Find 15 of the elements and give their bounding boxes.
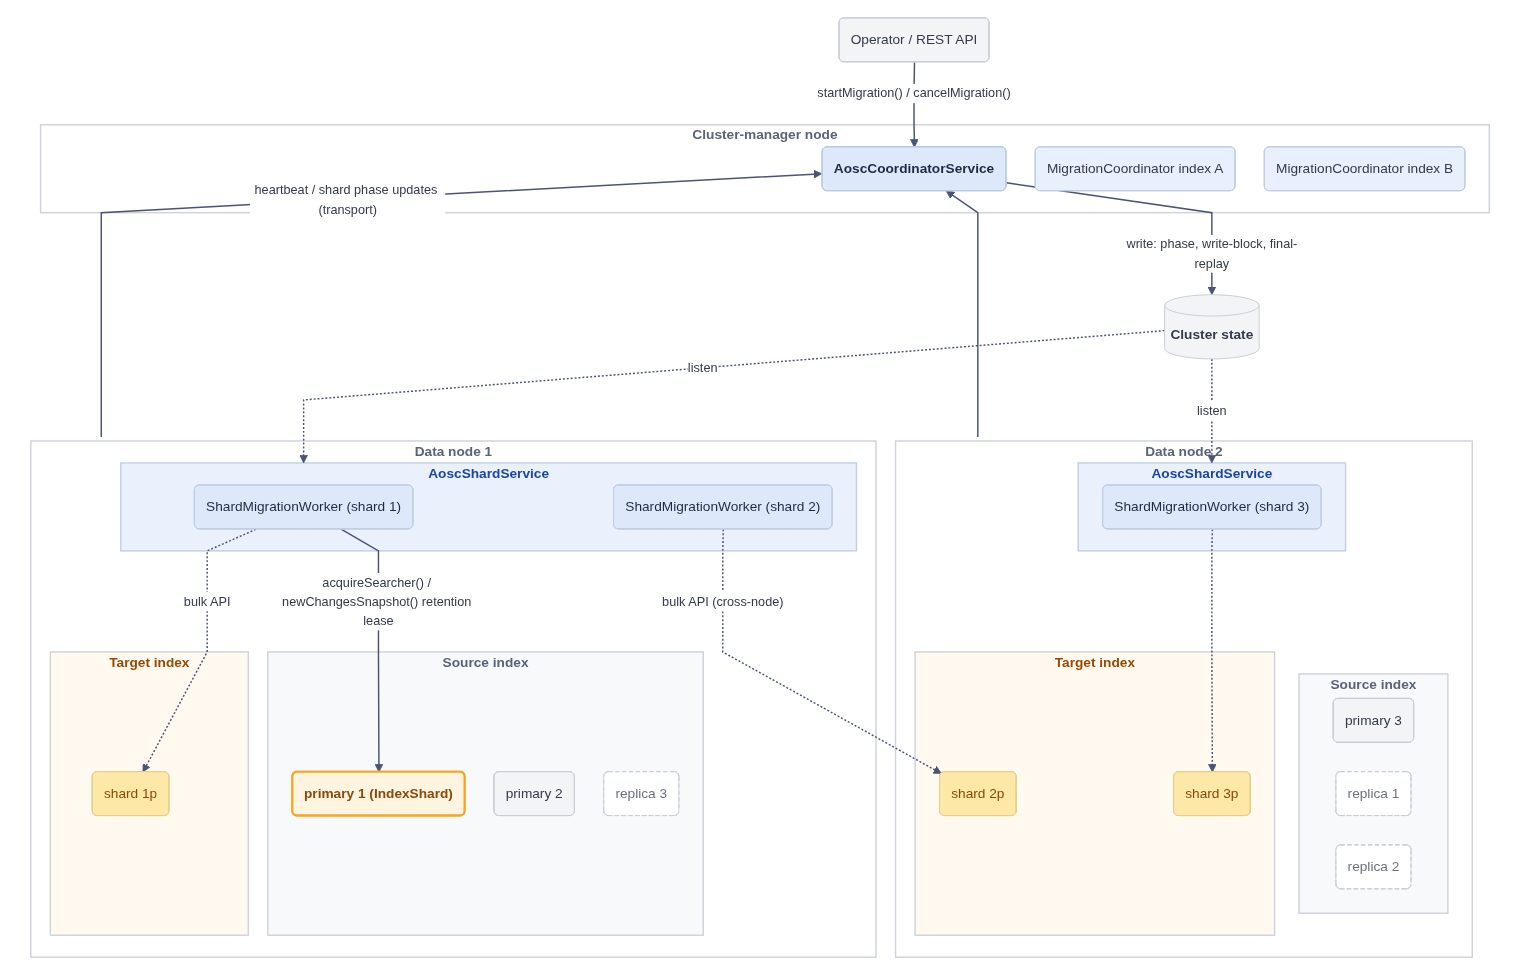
edge-label: heartbeat / shard phase updates (transport) xyxy=(254,182,438,216)
arrow xyxy=(142,528,257,773)
edge-label: listen xyxy=(687,360,718,375)
edge-label: bulk API xyxy=(183,593,231,609)
arrow xyxy=(945,190,979,438)
arrow xyxy=(100,169,823,438)
arrow xyxy=(722,528,942,774)
edge-label: acquireSearcher() / newChangesSnapshot() retention lease xyxy=(282,574,472,628)
arrow xyxy=(299,329,1166,464)
edge-label: startMigration() / cancelMigration() xyxy=(817,85,1011,101)
edge-label: write: phase, write-block, final-replay xyxy=(1126,236,1298,271)
edge-label: bulk API (cross-node) xyxy=(662,593,784,609)
arrow xyxy=(1207,358,1217,464)
edge-label: listen xyxy=(1196,403,1227,419)
arrow xyxy=(1207,528,1217,773)
